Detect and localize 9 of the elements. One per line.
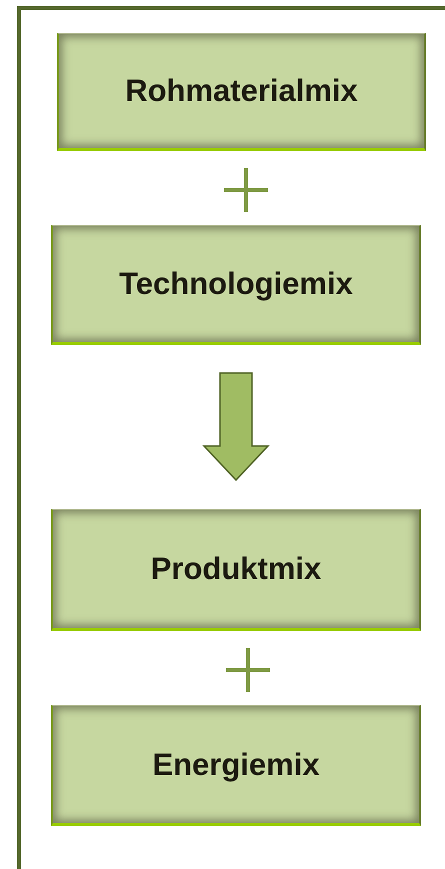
process-box [57,33,426,151]
block-arrow [202,372,270,482]
box-label: Produktmix [150,551,322,587]
process-box [51,509,421,631]
process-box [51,225,421,345]
box-label: Energiemix [152,746,320,782]
process-box [51,705,421,826]
box-label: Technologiemix [119,266,353,302]
box-label: Rohmaterialmix [125,73,358,109]
